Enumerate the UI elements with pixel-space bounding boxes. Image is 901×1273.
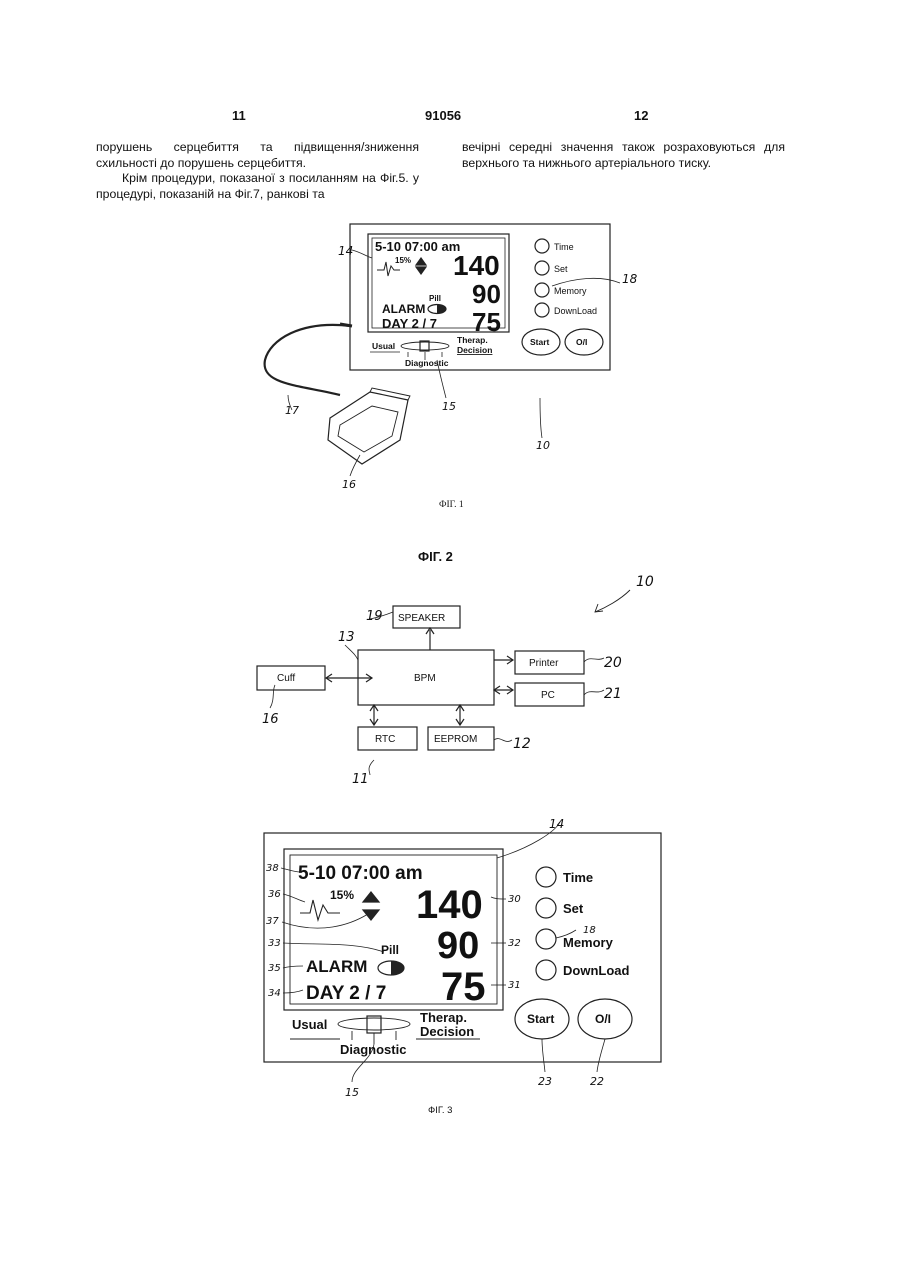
fig2-ref-21: 21 <box>604 686 622 702</box>
fig3-ref-23: 23 <box>538 1075 552 1088</box>
fig3-onoff-label: O/I <box>595 1012 611 1026</box>
fig3-decision-label: Decision <box>420 1024 474 1039</box>
fig1-mode-knob[interactable] <box>420 341 429 351</box>
fig3-set-label: Set <box>563 901 584 916</box>
fig1-time-label: Time <box>554 242 574 252</box>
fig3-time-button[interactable] <box>536 867 556 887</box>
fig3-start-label: Start <box>527 1012 554 1026</box>
fig1-alarm: ALARM <box>382 302 425 316</box>
fig2-ref-12: 12 <box>513 736 531 752</box>
fig1-ref-14: 14 <box>338 244 353 258</box>
fig3-down-arrow-icon <box>363 910 379 920</box>
fig3-set-button[interactable] <box>536 898 556 918</box>
fig2-speaker-label: SPEAKER <box>398 613 445 624</box>
fig3-ref-14: 14 <box>549 817 564 831</box>
fig1-ref-10: 10 <box>536 439 550 452</box>
fig1-pulse: 75 <box>472 307 501 337</box>
fig1-systolic: 140 <box>453 250 500 281</box>
fig3-ref-37: 37 <box>266 916 279 927</box>
fig3-ref-33: 33 <box>268 938 281 949</box>
fig3-alarm: ALARM <box>306 957 367 976</box>
fig3-diagnostic-label: Diagnostic <box>340 1042 406 1057</box>
fig1-time-button[interactable] <box>535 239 549 253</box>
fig2-rtc-label: RTC <box>375 734 395 745</box>
fig3-mode-selector[interactable] <box>338 1018 410 1030</box>
fig1-cuff <box>328 392 408 464</box>
fig1-pill-label: Pill <box>429 294 441 303</box>
fig1-diastolic: 90 <box>472 279 501 309</box>
fig3-ref-36: 36 <box>268 889 281 900</box>
fig1-memory-button[interactable] <box>535 283 549 297</box>
fig3-download-label: DownLoad <box>563 963 629 978</box>
fig1-day: DAY 2 / 7 <box>382 316 437 331</box>
fig1-ref-16: 16 <box>342 478 356 491</box>
fig1-onoff-label: O/I <box>576 337 587 347</box>
fig1-memory-label: Memory <box>554 286 587 296</box>
fig2-caption: ФІГ. 2 <box>418 549 453 564</box>
fig1-ref-17: 17 <box>285 404 299 417</box>
fig3-ref-31: 31 <box>508 980 521 991</box>
fig2-ref-16: 16 <box>262 712 279 727</box>
fig1-therap-label: Therap. <box>457 335 488 345</box>
fig2-ref-13: 13 <box>338 630 355 645</box>
fig3-pill-label: Pill <box>381 943 399 957</box>
fig3-therap-label: Therap. <box>420 1010 467 1025</box>
fig2-cuff-label: Cuff <box>277 673 295 684</box>
fig3-ref-22: 22 <box>590 1075 604 1088</box>
fig3-diastolic: 90 <box>437 925 479 967</box>
fig1-diagnostic-label: Diagnostic <box>405 358 449 368</box>
fig2-ref-19: 19 <box>366 609 383 624</box>
fig1-mode-selector[interactable] <box>401 342 449 350</box>
fig3-datetime: 5-10 07:00 am <box>298 863 423 884</box>
fig1-percent: 15% <box>395 256 411 265</box>
fig1-down-arrow-icon <box>416 267 426 274</box>
fig1-download-button[interactable] <box>535 303 549 317</box>
fig1-decision-label: Decision <box>457 345 492 355</box>
fig2-ref-20: 20 <box>604 655 622 671</box>
fig1-start-label: Start <box>530 337 550 347</box>
fig3-download-button[interactable] <box>536 960 556 980</box>
fig3-memory-label: Memory <box>563 935 614 950</box>
fig1-usual-label: Usual <box>372 341 395 351</box>
fig1-ref-18: 18 <box>622 272 638 286</box>
fig1-hose <box>265 325 351 395</box>
fig1-set-button[interactable] <box>535 261 549 275</box>
fig3-time-label: Time <box>563 870 593 885</box>
fig1-download-label: DownLoad <box>554 306 597 316</box>
fig3-ref-38: 38 <box>266 863 279 874</box>
fig3-memory-button[interactable] <box>536 929 556 949</box>
fig1-ref-15: 15 <box>442 400 456 413</box>
fig3-caption: ФІГ. 3 <box>428 1105 452 1116</box>
fig3-systolic: 140 <box>416 883 483 927</box>
fig3-up-arrow-icon <box>363 892 379 902</box>
fig3-day: DAY 2 / 7 <box>306 983 386 1004</box>
fig1-set-label: Set <box>554 264 568 274</box>
fig3-ref-34: 34 <box>268 988 281 999</box>
fig3-ref-35: 35 <box>268 963 281 974</box>
fig3-percent: 15% <box>330 888 354 902</box>
fig3-heartbeat-icon <box>300 900 340 920</box>
fig1-drawing <box>265 224 620 476</box>
fig2-eeprom-label: EEPROM <box>434 734 477 745</box>
fig2-pc-label: PC <box>541 690 555 701</box>
fig1-datetime: 5-10 07:00 am <box>375 239 460 254</box>
fig3-ref-18: 18 <box>583 925 596 936</box>
fig2-ref-11: 11 <box>352 772 369 787</box>
fig3-ref-30: 30 <box>508 894 521 905</box>
fig3-usual-label: Usual <box>292 1017 327 1032</box>
fig2-bpm-label: BPM <box>414 673 436 684</box>
fig2-ref-10: 10 <box>636 574 654 590</box>
fig1-caption: ФІГ. 1 <box>439 500 464 510</box>
fig2-printer-label: Printer <box>529 658 559 669</box>
fig1-up-arrow-icon <box>416 258 426 265</box>
fig3-ref-15: 15 <box>345 1086 359 1099</box>
fig3-pulse: 75 <box>441 965 486 1009</box>
fig3-ref-32: 32 <box>508 938 521 949</box>
